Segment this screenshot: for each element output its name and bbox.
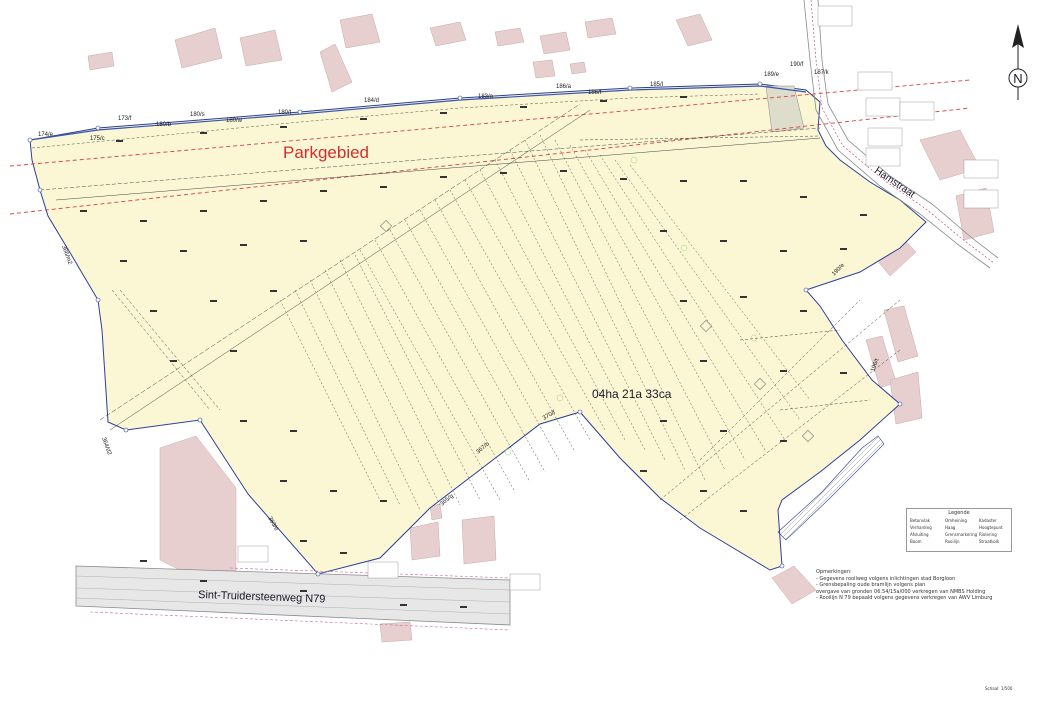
parcel-183a: 183/a <box>478 94 494 100</box>
parcel-180w: 180/w <box>226 118 243 124</box>
remarks: Opmerkingen: - Gegevens rooilweg volgens… <box>816 569 1016 602</box>
remarks-line: overgave van gronden 06.54/15a/000 verkr… <box>816 588 986 595</box>
parcel-174e: 174/e <box>38 132 54 138</box>
parcel-186a: 186/a <box>556 84 572 90</box>
remarks-line: - Gegevens rooilweg volgens inlichtingen… <box>816 575 956 582</box>
legend-row: Hoogtepunt <box>979 525 1003 530</box>
legend-row: Rooilijn <box>945 539 960 544</box>
legend-row: Riolering <box>979 532 997 537</box>
legend-title: Legende <box>948 510 970 516</box>
legend-row: Boom <box>910 539 922 544</box>
parcel-175c: 175/c <box>90 136 105 142</box>
remarks-line: - Rooilijn N 79 bepaald volgens gegevens… <box>816 595 993 601</box>
remarks-line: - Grensbepaling oude bramlijn volgens pl… <box>816 582 926 588</box>
parcel-180b: 180/b <box>156 122 172 128</box>
remarks-title: Opmerkingen: <box>816 569 852 575</box>
park-area-label: Parkgebied <box>283 143 369 162</box>
legend-row: Haag <box>945 525 956 530</box>
parcel-364d2: 364/d2 <box>100 437 112 457</box>
north-arrow: N <box>1008 24 1028 100</box>
grey-strip <box>765 85 805 133</box>
parcel-173f: 173/f <box>118 116 132 122</box>
scale-label: Schaal: 1/500 <box>985 686 1013 691</box>
internal-paths <box>39 103 901 521</box>
parcel-184d: 184/d <box>364 98 379 104</box>
legend-row: Omheining <box>945 518 967 523</box>
survey-info-boxes <box>237 5 999 591</box>
parcel-196t: 196/t <box>870 358 880 373</box>
surrounding-buildings <box>87 13 995 643</box>
legend-row: Kadaster <box>979 518 997 523</box>
parcel-area-label: 04ha 21a 33ca <box>592 387 672 401</box>
legend-row: Verharding <box>910 525 932 530</box>
road-n79-label: Sint-Truidersteenweg N79 <box>198 589 326 605</box>
north-label: N <box>1013 71 1022 86</box>
parcel-180s: 180/s <box>190 112 205 118</box>
parcel-186f: 186/f <box>588 90 602 96</box>
parcel-180t: 180/t <box>278 110 292 116</box>
parcel-185l: 185/l <box>650 82 663 88</box>
boundary-markers <box>27 81 903 577</box>
legend-row: Afsluiting <box>910 532 929 537</box>
parcel-187k: 187/k <box>814 70 830 76</box>
hatched-strip <box>777 435 885 541</box>
legend-row: Straatkolk <box>979 539 1000 544</box>
parcel-189e: 189/e <box>764 72 780 78</box>
orchard-rows <box>279 134 811 511</box>
legend: Legende Betonvlak Verharding Afsluiting … <box>906 508 1012 552</box>
legend-row: Grensmarkering <box>945 532 978 537</box>
parcel-190f: 190/f <box>790 62 804 68</box>
height-points <box>80 96 867 608</box>
tree-symbols <box>379 156 815 456</box>
legend-row: Betonvlak <box>910 518 931 523</box>
road-n79 <box>75 565 511 631</box>
